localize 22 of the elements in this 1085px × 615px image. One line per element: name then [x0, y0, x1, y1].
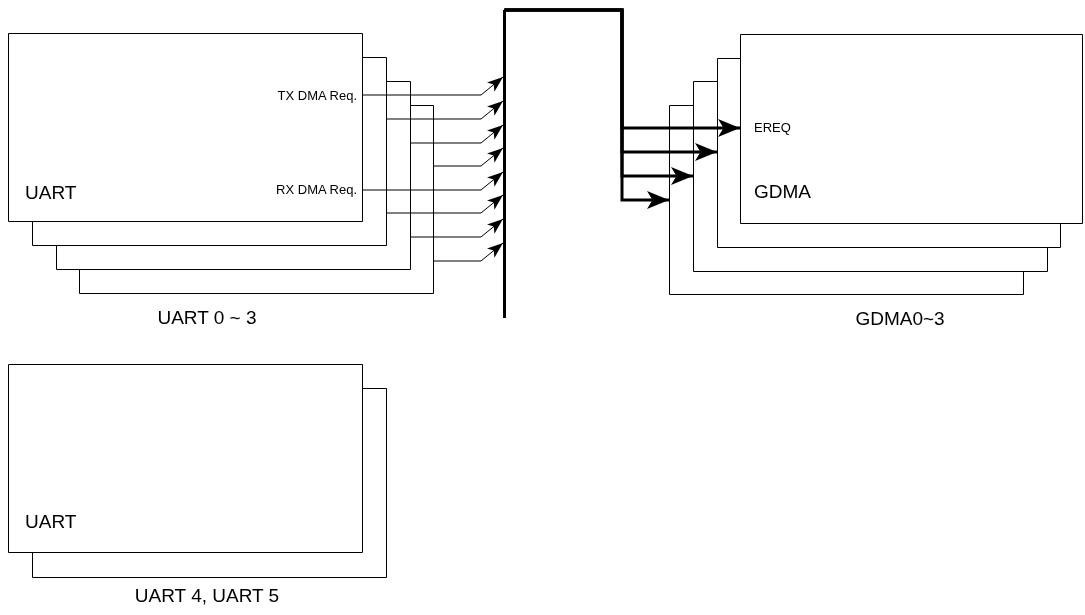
stacked-box-drawing: [669, 34, 1083, 295]
block-title: GDMA: [754, 182, 811, 201]
signal-label: RX DMA Req.: [276, 183, 357, 196]
signal-arrow: [432, 242, 504, 262]
stacked-box-drawing: [8, 33, 434, 294]
node-label: GDMA0~3: [855, 309, 945, 328]
block-title: UART: [25, 183, 77, 202]
signal-arrow: [409, 218, 504, 238]
signal-arrow: [432, 147, 504, 167]
node-label: UART 4, UART 5: [134, 586, 280, 605]
signal-label: TX DMA Req.: [277, 89, 357, 102]
signal-label: EREQ: [754, 121, 791, 134]
bus-bar: [503, 10, 506, 318]
signal-arrow: [385, 194, 504, 214]
signal-arrow: [409, 124, 504, 144]
request-arrow: [504, 8, 669, 209]
signal-arrow: [385, 100, 504, 120]
signal-arrow: [361, 171, 504, 191]
block-title: UART: [25, 512, 77, 531]
node-label: UART 0 ~ 3: [157, 308, 257, 327]
signal-arrow: [361, 76, 504, 96]
stacked-box-drawing: [8, 364, 387, 578]
